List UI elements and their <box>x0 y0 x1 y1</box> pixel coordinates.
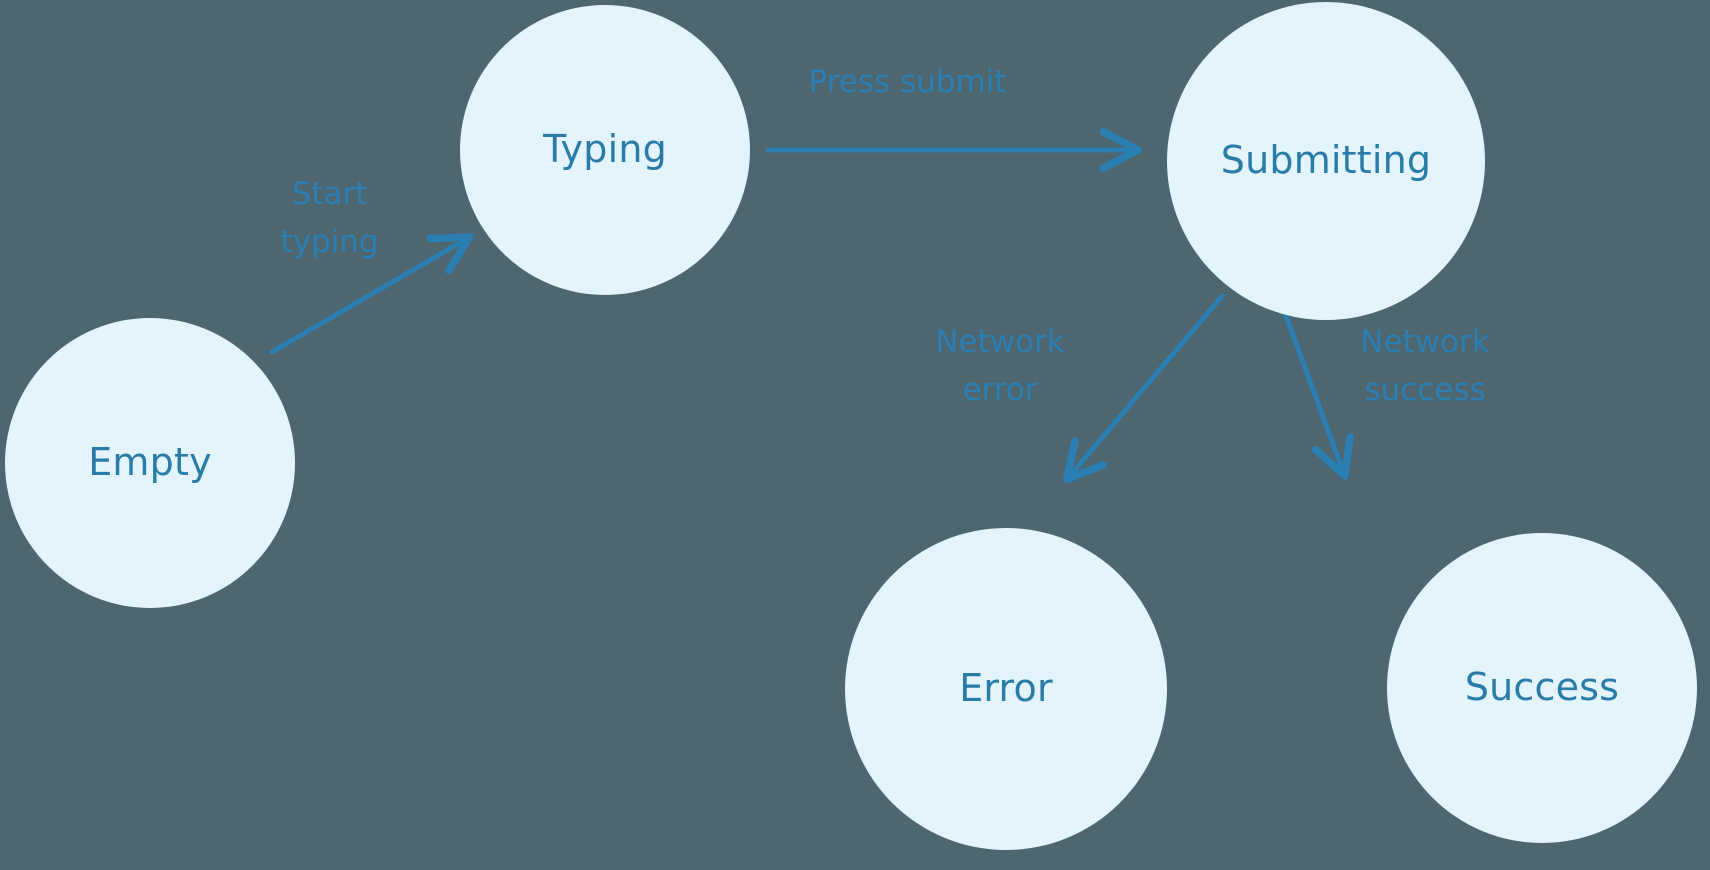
state-node-label: Typing <box>543 127 667 172</box>
state-node-label: Empty <box>88 440 212 485</box>
state-node-label: Success <box>1464 665 1620 710</box>
state-node-success[interactable]: Success <box>1387 533 1697 843</box>
edge-submitting-to-error <box>1068 293 1225 478</box>
state-node-label: Error <box>959 666 1053 711</box>
edge-submitting-to-success <box>1279 302 1344 474</box>
state-node-submitting[interactable]: Submitting <box>1167 2 1485 320</box>
state-node-typing[interactable]: Typing <box>460 5 750 295</box>
state-node-empty[interactable]: Empty <box>5 318 295 608</box>
state-node-error[interactable]: Error <box>845 528 1167 850</box>
edge-empty-to-typing <box>269 238 468 355</box>
state-node-label: Submitting <box>1220 138 1432 183</box>
